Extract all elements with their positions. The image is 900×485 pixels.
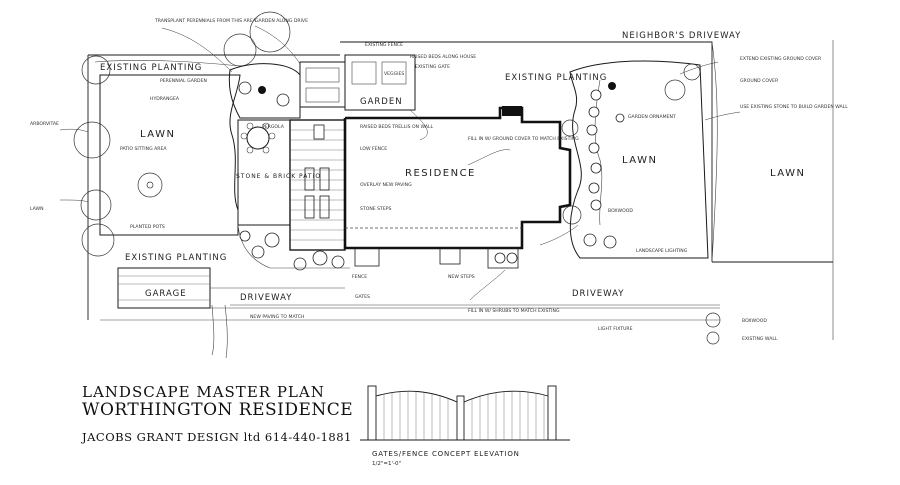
pergola-label: PERGOLA (262, 124, 285, 130)
note-extend-ground: EXTEND EXISTING GROUND COVER (740, 56, 822, 62)
note-fill-shrubs: FILL IN W/ SHRUBS TO MATCH EXISTING (468, 308, 560, 314)
property-boundary (87, 40, 834, 340)
lawn-rear-label: LAWN (30, 206, 44, 212)
garage-driveway: GARAGE DRIVEWAY DRIVEWAY EXISTING PLANTI… (117, 253, 720, 359)
right-yard: LAWN EXISTING PLANTING GARDEN ORNAMENT N… (505, 31, 741, 259)
stone-brick-patio-label: STONE & BRICK PATIO (236, 173, 321, 180)
existing-wall-label: EXISTING WALL (742, 336, 778, 342)
title-line-2: WORTHINGTON RESIDENCE (82, 400, 353, 420)
annotation-leaders (59, 25, 741, 301)
driveway-left-label: DRIVEWAY (240, 293, 292, 303)
hydrangea-label: HYDRANGEA (150, 96, 180, 102)
note-new-steps: NEW STEPS (448, 274, 475, 280)
gate-fence-elevation: GATES/FENCE CONCEPT ELEVATION 1/2"=1'-0" (360, 385, 570, 467)
lawn-center-label: LAWN (622, 155, 657, 166)
firm-name: JACOBS GRANT DESIGN ltd 614-440-1881 (81, 430, 352, 444)
neighbors-driveway-label: NEIGHBOR'S DRIVEWAY (622, 31, 741, 41)
elevation-caption: GATES/FENCE CONCEPT ELEVATION (372, 450, 520, 458)
note-light-fixture: LIGHT FIXTURE (598, 326, 633, 332)
note-existing-gate: EXISTING GATE (415, 64, 450, 70)
lawn-left-label: LAWN (140, 129, 175, 140)
garden-ornament-label: GARDEN ORNAMENT (628, 114, 676, 120)
patio-area: STONE & BRICK PATIO PERGOLA (236, 119, 346, 251)
fence-label: FENCE (352, 274, 367, 280)
driveway-right-label: DRIVEWAY (572, 289, 624, 299)
title-block: LANDSCAPE MASTER PLAN WORTHINGTON RESIDE… (81, 383, 353, 444)
far-right-lawn: LAWN BOXWOOD EXISTING WALL (705, 41, 805, 345)
note-new-paving: NEW PAVING TO MATCH (250, 314, 304, 320)
left-edge-trees (73, 11, 291, 257)
elevation-scale: 1/2"=1'-0" (372, 461, 401, 467)
residence-footprint: RESIDENCE (343, 106, 572, 269)
note-planted-pots: PLANTED POTS (130, 224, 165, 230)
note-stone-wall: USE EXISTING STONE TO BUILD GARDEN WALL (740, 104, 848, 110)
note-fill-ground-cover: FILL IN W/ GROUND COVER TO MATCH EXISTIN… (468, 136, 579, 142)
note-garden-drive: GARDEN ALONG DRIVE (255, 18, 308, 24)
note-patio-sitting: PATIO SITTING AREA (120, 146, 167, 152)
arborvitae-label: ARBORVITAE (30, 121, 59, 127)
note-perennial: PERENNIAL GARDEN (160, 78, 207, 84)
note-boxwood: BOXWOOD (608, 208, 633, 214)
garage-label: GARAGE (145, 289, 187, 299)
note-raised-beds: RAISED BEDS ALONG HOUSE (410, 54, 476, 60)
garden-label: GARDEN (360, 97, 403, 107)
veggies-label: VEGGIES (384, 71, 404, 77)
existing-planting-top-left: EXISTING PLANTING (94, 60, 241, 73)
existing-fence-label: EXISTING FENCE (365, 42, 403, 48)
note-overlay-paving: OVERLAY NEW PAVING (360, 182, 412, 188)
title-line-1: LANDSCAPE MASTER PLAN (82, 383, 325, 401)
note-raised-trellis: RAISED BEDS TRELLIS ON WALL (360, 124, 434, 130)
plan-notes: TRANSPLANT PERENNIALS FROM THIS AREA GAR… (30, 18, 848, 332)
note-ground-cover: GROUND COVER (740, 78, 779, 84)
left-lawn-area: LAWN (99, 74, 241, 236)
existing-planting-top-label: EXISTING PLANTING (505, 73, 607, 83)
raised-garden-beds: VEGGIES GARDEN EXISTING FENCE (299, 42, 416, 111)
note-transplant: TRANSPLANT PERENNIALS FROM THIS AREA (154, 18, 257, 24)
existing-planting-left-label: EXISTING PLANTING (100, 63, 202, 73)
note-stone-steps: STONE STEPS (360, 206, 392, 212)
residence-label: RESIDENCE (405, 168, 476, 179)
boxwood-label: BOXWOOD (742, 318, 767, 324)
gates-label: GATES (355, 294, 370, 300)
lawn-right-label: LAWN (770, 168, 805, 179)
note-landscape-lighting: LANDSCAPE LIGHTING (636, 248, 688, 254)
note-low-fence: LOW FENCE (360, 146, 387, 152)
existing-planting-bottom-label: EXISTING PLANTING (125, 253, 227, 263)
